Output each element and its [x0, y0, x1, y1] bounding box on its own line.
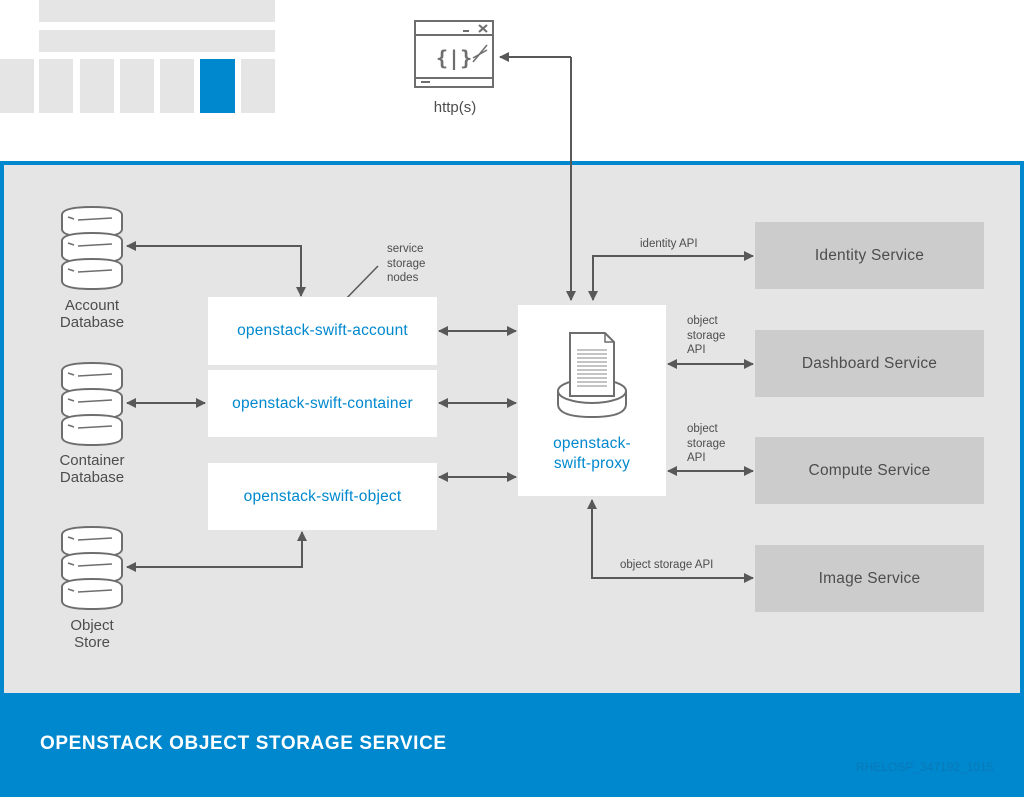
wireframe-tile	[160, 59, 194, 113]
image-api-label: object storage API	[620, 559, 714, 571]
compute-service[interactable]: Compute Service	[755, 437, 984, 504]
wireframe-tile-active	[200, 59, 235, 113]
wireframe-tile	[0, 59, 34, 113]
swift-object-node[interactable]: openstack-swift-object	[208, 463, 437, 530]
service-storage-nodes-annotation: service storage nodes	[387, 243, 426, 284]
dashboard-api-label: object storage API	[687, 315, 726, 356]
swift-proxy-node[interactable]: openstack- swift-proxy	[518, 305, 666, 496]
wireframe-tile	[39, 59, 73, 113]
identity-api-label: identity API	[640, 238, 698, 250]
wireframe-tile	[80, 59, 114, 113]
http-label: http(s)	[433, 99, 477, 116]
swift-account-node[interactable]: openstack-swift-account	[208, 297, 437, 365]
wireframe-tile	[241, 59, 275, 113]
diagram-title: OPENSTACK OBJECT STORAGE SERVICE	[40, 733, 447, 754]
wireframe-bar	[39, 30, 275, 52]
proxy-label: openstack- swift-proxy	[553, 435, 631, 472]
image-service[interactable]: Image Service	[755, 545, 984, 612]
dashboard-service[interactable]: Dashboard Service	[755, 330, 984, 397]
svg-text:{|}: {|}	[436, 46, 472, 70]
identity-service[interactable]: Identity Service	[755, 222, 984, 289]
diagram-code: RHELOSP_347192_1015	[856, 760, 994, 774]
compute-api-label: object storage API	[687, 423, 726, 464]
wireframe-tile	[120, 59, 154, 113]
swift-container-node[interactable]: openstack-swift-container	[208, 370, 437, 437]
proxy-server-icon	[557, 332, 627, 419]
wireframe-bar	[39, 0, 275, 22]
